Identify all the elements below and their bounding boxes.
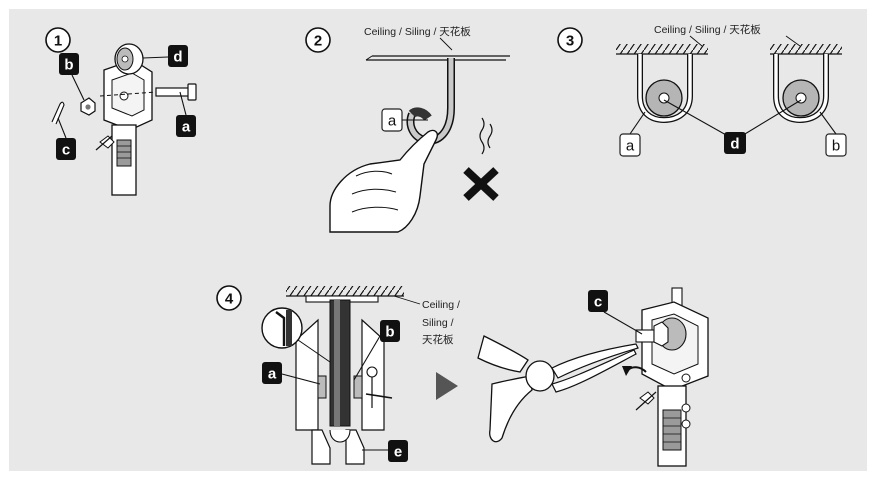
ceiling-right-step3 [770,44,842,55]
ceiling-caption-step2: Ceiling / Siling / 天花板 [364,25,471,38]
label-d-step3: d [724,132,746,154]
hanger-bracket-right [773,54,829,124]
svg-text:e: e [394,444,402,461]
step-1: 1 [45,27,197,196]
label-a-step1: a [176,91,196,137]
wobble-lines [479,117,493,155]
ceiling-caption-line3: 天花板 [422,333,454,346]
ceiling-caption-line2: Siling / [422,317,454,329]
svg-text:a: a [268,366,277,383]
svg-text:d: d [173,49,182,66]
step-2: 2 Ceiling / Siling / 天花板 [305,25,510,233]
step-4-number: 4 [225,291,234,308]
label-b-step1: b [59,53,85,101]
ceiling-hook-rod [305,295,379,427]
step-2-number-badge: 2 [305,27,331,53]
step-1-number-badge: 1 [45,27,71,53]
label-a-step2: a [381,108,428,132]
step-2-number: 2 [314,33,322,50]
ceiling-left-step3 [616,44,708,55]
step-1-number: 1 [54,33,62,50]
label-a-step4: a [262,362,321,385]
step-3-number-badge: 3 [557,27,583,53]
label-b-step4: b [353,320,400,381]
step-4-number-badge: 4 [216,285,242,311]
rotate-arrow-icon [622,366,647,376]
ceiling-caption-step3: Ceiling / Siling / 天花板 [654,23,761,36]
pliers-tool [477,335,639,443]
svg-text:d: d [730,136,739,153]
bracket-assembly [635,287,709,467]
step-3: 3 Ceiling / Siling / 天花板 [557,23,847,157]
ceiling-rail-step2 [365,55,510,61]
svg-text:c: c [594,294,602,311]
label-d-step1: d [142,45,188,67]
cross-icon [463,167,499,201]
nut-part [80,97,96,116]
bolt-part [99,83,197,101]
svg-text:b: b [385,324,394,341]
canopy-bracket [295,318,393,431]
svg-text:a: a [626,138,635,155]
ceiling-hook [406,58,455,145]
svg-text:a: a [388,113,397,130]
downrod-bracket [95,59,153,196]
hanger-bracket-left [637,54,693,124]
detail-magnifier [261,307,331,363]
svg-text:b: b [832,138,840,155]
label-e-step4: e [362,440,408,462]
ceiling-caption-line1: Ceiling / [422,299,460,311]
step-3-number: 3 [566,33,574,50]
rubber-damper [311,429,365,465]
svg-text:c: c [62,142,70,159]
svg-text:a: a [182,119,191,136]
pulley-part [114,43,144,75]
pointing-hand [329,129,438,233]
label-a-step3: a [619,133,641,157]
svg-text:b: b [64,57,73,74]
label-c-step4: c [588,290,643,335]
step-4: 4 Ceiling / Siling / 天花板 [216,285,709,467]
cotter-pin-part [51,101,65,125]
label-b-step3: b [825,133,847,157]
label-c-step1: c [56,117,76,160]
arrow-right-icon [436,372,458,400]
